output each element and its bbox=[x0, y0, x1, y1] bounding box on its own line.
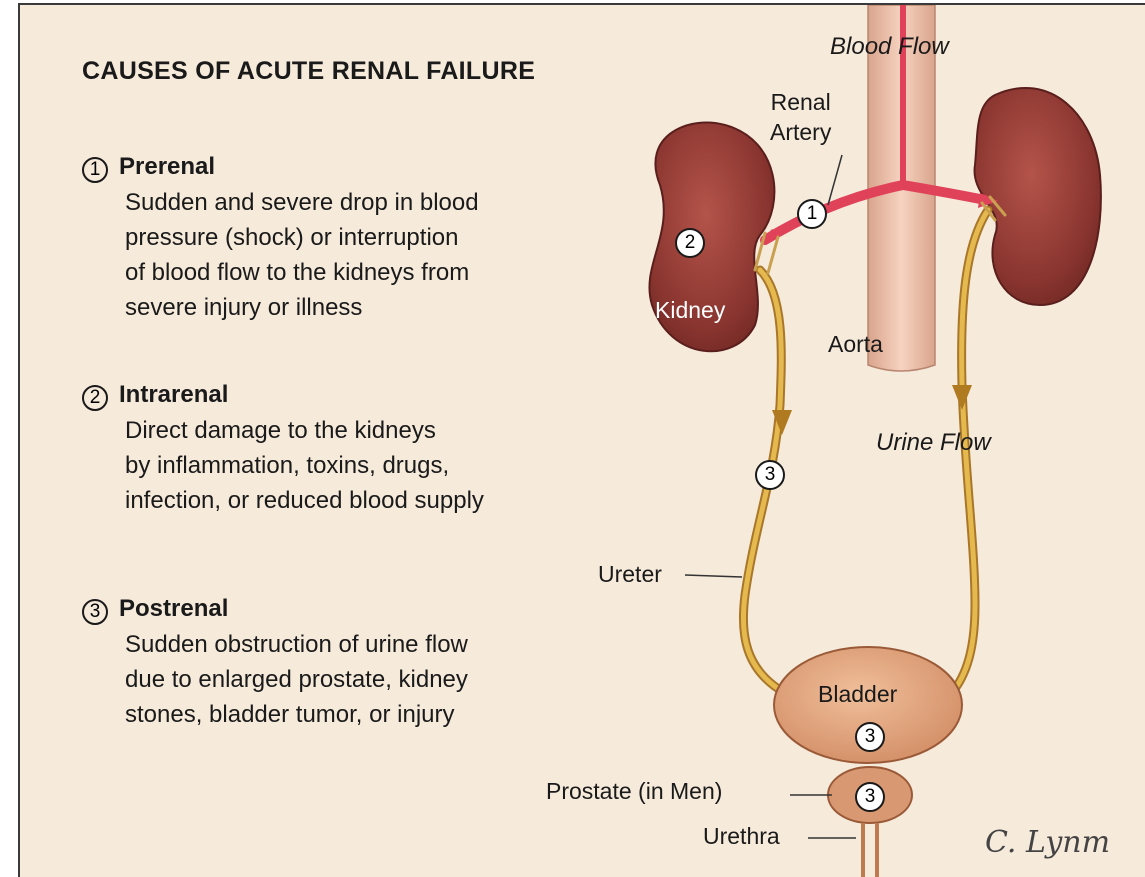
cause-2-number: 2 bbox=[82, 385, 108, 411]
urine-flow-label: Urine Flow bbox=[876, 429, 991, 457]
bladder-label: Bladder bbox=[818, 681, 897, 708]
prostate-marker: 3 bbox=[855, 782, 885, 812]
cause-3-description: Sudden obstruction of urine flow due to … bbox=[125, 627, 468, 732]
cause-2-description: Direct damage to the kidneys by inflamma… bbox=[125, 413, 484, 518]
urethra-shape bbox=[863, 823, 877, 877]
diagram-title: CAUSES OF ACUTE RENAL FAILURE bbox=[82, 57, 535, 86]
diagram-panel: CAUSES OF ACUTE RENAL FAILURE 1 Prerenal… bbox=[18, 3, 1145, 877]
cause-1-heading: Prerenal bbox=[119, 153, 215, 181]
bladder-marker: 3 bbox=[855, 722, 885, 752]
artist-signature: C. Lynm bbox=[985, 825, 1110, 860]
prostate-label: Prostate (in Men) bbox=[546, 778, 722, 805]
renal-artery-label: Renal Artery bbox=[770, 87, 831, 147]
ureter-marker: 3 bbox=[755, 460, 785, 490]
cause-1-description: Sudden and severe drop in blood pressure… bbox=[125, 185, 479, 325]
cause-1-number: 1 bbox=[82, 157, 108, 183]
cause-3-heading: Postrenal bbox=[119, 595, 228, 623]
urethra-label: Urethra bbox=[703, 823, 780, 850]
ureter-label: Ureter bbox=[598, 561, 662, 588]
blood-flow-label: Blood Flow bbox=[830, 33, 949, 61]
cause-3-number: 3 bbox=[82, 599, 108, 625]
cause-2-heading: Intrarenal bbox=[119, 381, 228, 409]
aorta-label: Aorta bbox=[828, 331, 883, 358]
artery-marker: 1 bbox=[797, 199, 827, 229]
right-kidney-shape bbox=[975, 88, 1101, 305]
urine-flow-arrows bbox=[772, 385, 972, 435]
kidney-marker: 2 bbox=[675, 228, 705, 258]
kidney-label: Kidney bbox=[655, 297, 725, 324]
